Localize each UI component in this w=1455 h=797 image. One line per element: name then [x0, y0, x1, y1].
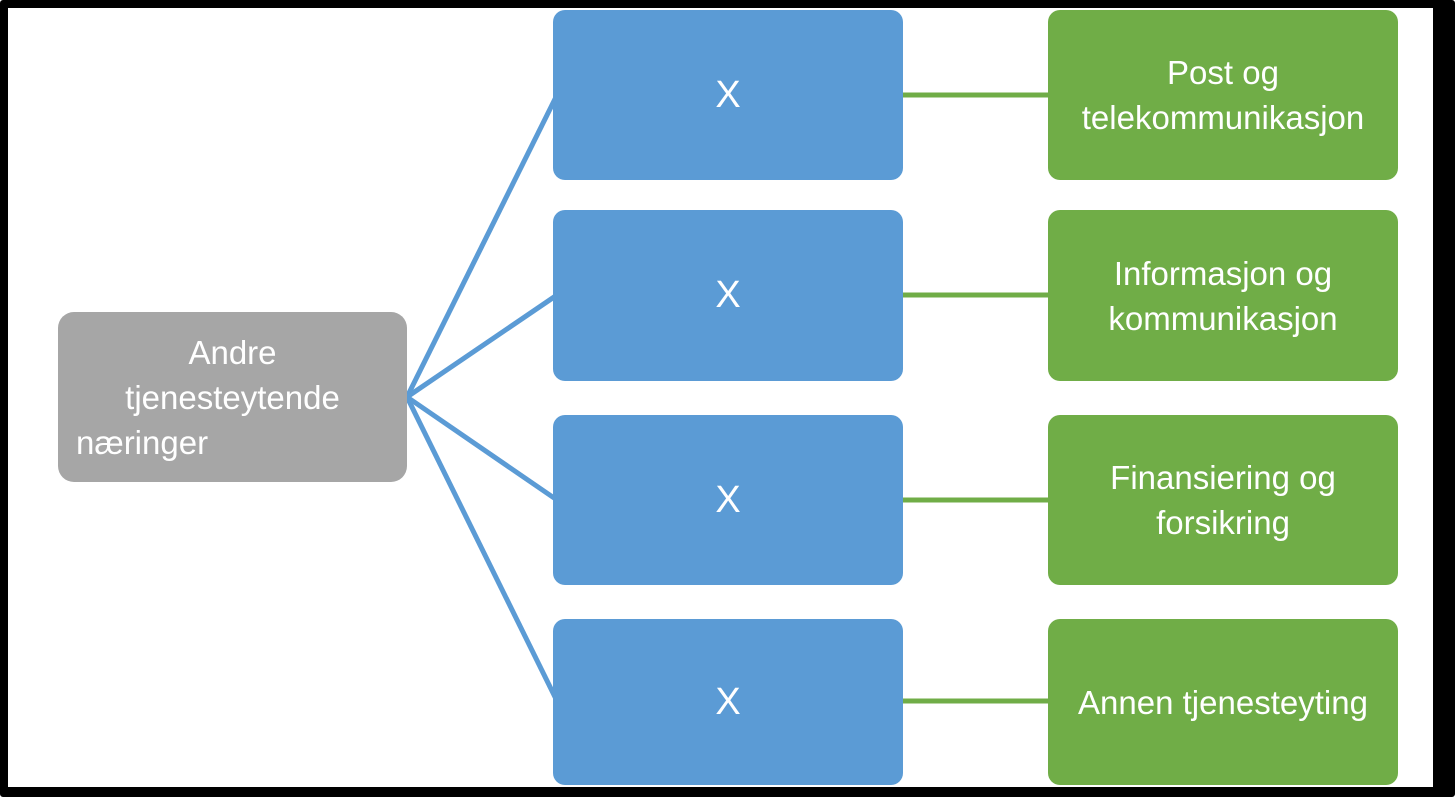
mid-node-3: X [553, 415, 903, 585]
mid-node-4-label: X [715, 680, 741, 723]
edge-root-to-mid-3 [405, 394, 559, 503]
mid-node-2-label: X [715, 274, 741, 316]
mid-node-1-label: X [715, 73, 741, 116]
root-label-line-2: tjenesteytende [125, 378, 340, 416]
leaf-node-finansiering-og-forsikring: Finansiering og forsikring [1048, 415, 1398, 585]
leaf-node-2-label: Informasjon og kommunikasjon [1108, 254, 1338, 337]
mid-node-1: X [553, 10, 903, 180]
edge-root-to-mid-4 [404, 395, 560, 703]
leaf-node-1-label: Post og telekommunikasjon [1081, 54, 1365, 136]
root-label-line-1: Andre [188, 333, 277, 371]
leaf-node-3-label: Finansiering og forsikring [1110, 459, 1336, 541]
mid-node-3-label: X [715, 478, 741, 521]
root-label-line-3: næringer [76, 423, 209, 461]
leaf-node-4-label: Annen tjenesteyting [1078, 683, 1368, 721]
mid-node-2: X [553, 210, 903, 381]
edge-root-to-mid-1 [404, 93, 560, 399]
root-node-label: Andre tjenesteytende næringer [58, 330, 407, 465]
leaf-node-post-og-telekommunikasjon: Post og telekommunikasjon [1048, 10, 1398, 180]
root-node: Andre tjenesteytende næringer [58, 312, 407, 482]
leaf-node-informasjon-og-kommunikasjon: Informasjon og kommunikasjon [1048, 210, 1398, 381]
mid-node-4: X [553, 619, 903, 785]
edge-root-to-mid-2 [405, 292, 559, 400]
leaf-node-annen-tjenesteyting: Annen tjenesteyting [1048, 619, 1398, 785]
